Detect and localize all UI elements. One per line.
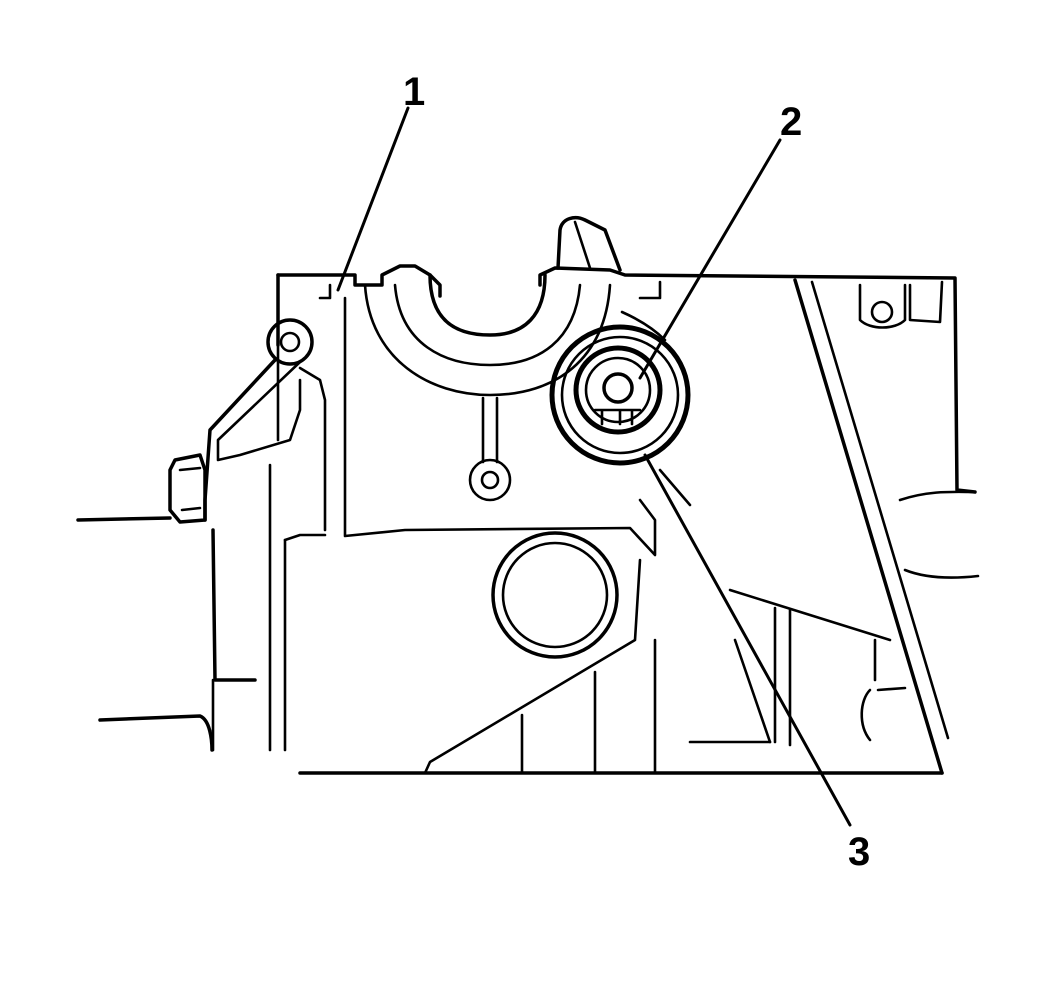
- leader-line-2: [638, 138, 782, 380]
- lower-bore: [491, 531, 619, 659]
- callout-leaders: [336, 106, 852, 827]
- callout-labels: 1 2 3: [403, 70, 870, 874]
- left-bolt: [76, 453, 207, 524]
- main-bearing-saddle: [363, 273, 612, 502]
- right-housing-edge: [898, 490, 980, 579]
- leader-line-1: [336, 106, 410, 292]
- engine-block-outline: [276, 264, 977, 775]
- leader-line-3: [643, 453, 852, 827]
- left-lower-structure: [98, 463, 327, 752]
- upper-right-eyelet: [858, 280, 944, 329]
- oil-seal-assembly: [549, 310, 691, 466]
- left-bracket: [203, 318, 327, 532]
- callout-label-3: 3: [848, 830, 870, 874]
- callout-label-2: 2: [780, 100, 802, 144]
- top-cap-boss: [556, 216, 622, 272]
- lower-ribs: [423, 468, 907, 775]
- callout-label-1: 1: [403, 70, 425, 114]
